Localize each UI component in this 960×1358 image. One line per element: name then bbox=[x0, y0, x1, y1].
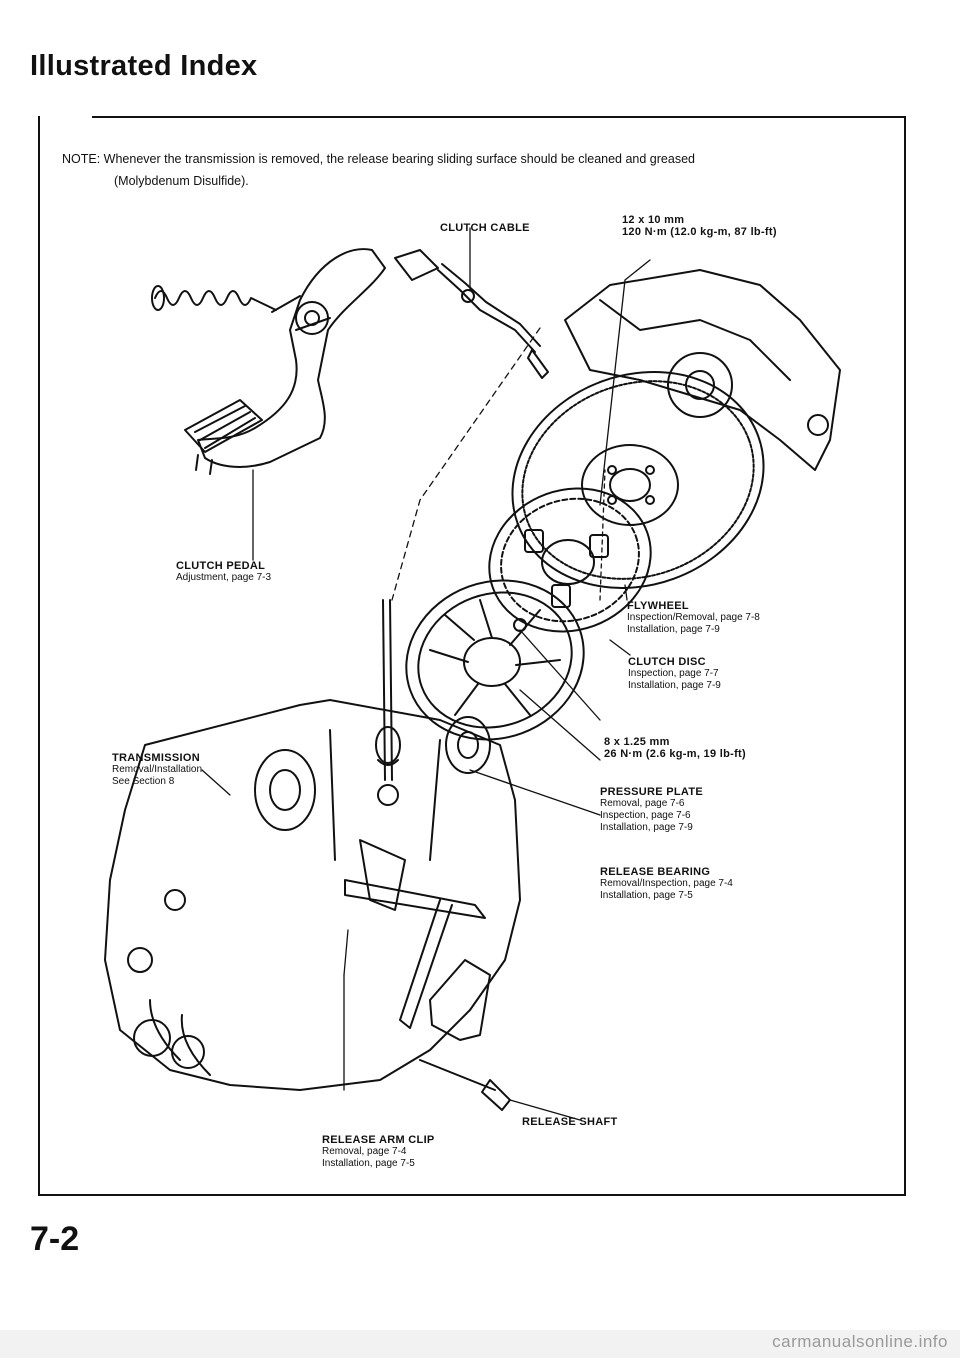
engine-housing-drawing bbox=[564, 269, 841, 471]
clutch-cable-label: CLUTCH CABLE bbox=[440, 222, 530, 234]
clutch-pedal-drawing bbox=[151, 248, 386, 475]
note-line-2: (Molybdenum Disulfide). bbox=[114, 174, 249, 188]
clutch-pedal-label: CLUTCH PEDAL Adjustment, page 7-3 bbox=[176, 560, 272, 583]
bolt-8-torque-label: 8 x 1.25 mm 26 N·m (2.6 kg-m, 19 lb-ft) bbox=[604, 736, 746, 760]
page-number: 7-2 bbox=[30, 1220, 80, 1258]
release-bearing-label: RELEASE BEARING Removal/Inspection, page… bbox=[600, 866, 733, 901]
clutch-cable-drawing bbox=[394, 249, 549, 379]
frame-top-border bbox=[92, 116, 904, 118]
transmission-label: TRANSMISSION Removal/Installation See Se… bbox=[112, 752, 203, 787]
release-shaft-label: RELEASE SHAFT bbox=[522, 1116, 618, 1128]
note-text: NOTE: Whenever the transmission is remov… bbox=[62, 148, 862, 192]
note-line-1: NOTE: Whenever the transmission is remov… bbox=[62, 152, 695, 166]
footer-bar: carmanualsonline.info bbox=[0, 1330, 960, 1358]
flywheel-label: FLYWHEEL Inspection/Removal, page 7-8 In… bbox=[627, 600, 760, 635]
leader-lines bbox=[201, 227, 651, 1121]
transmission-drawing bbox=[104, 599, 521, 1091]
watermark-text: carmanualsonline.info bbox=[772, 1332, 948, 1351]
clutch-disc-label: CLUTCH DISC Inspection, page 7-7 Install… bbox=[628, 656, 721, 691]
release-arm-clip-label: RELEASE ARM CLIP Removal, page 7-4 Insta… bbox=[322, 1134, 435, 1169]
page-title: Illustrated Index bbox=[30, 50, 258, 82]
bolt-12-torque-label: 12 x 10 mm 120 N·m (12.0 kg-m, 87 lb-ft) bbox=[622, 214, 777, 238]
pressure-plate-label: PRESSURE PLATE Removal, page 7-6 Inspect… bbox=[600, 786, 704, 833]
release-shaft-drawing bbox=[344, 879, 511, 1111]
illustration-frame bbox=[38, 116, 906, 1196]
frame-right-border bbox=[904, 116, 906, 1196]
pressure-plate-drawing bbox=[405, 579, 585, 741]
clutch-disc-drawing bbox=[488, 487, 652, 633]
